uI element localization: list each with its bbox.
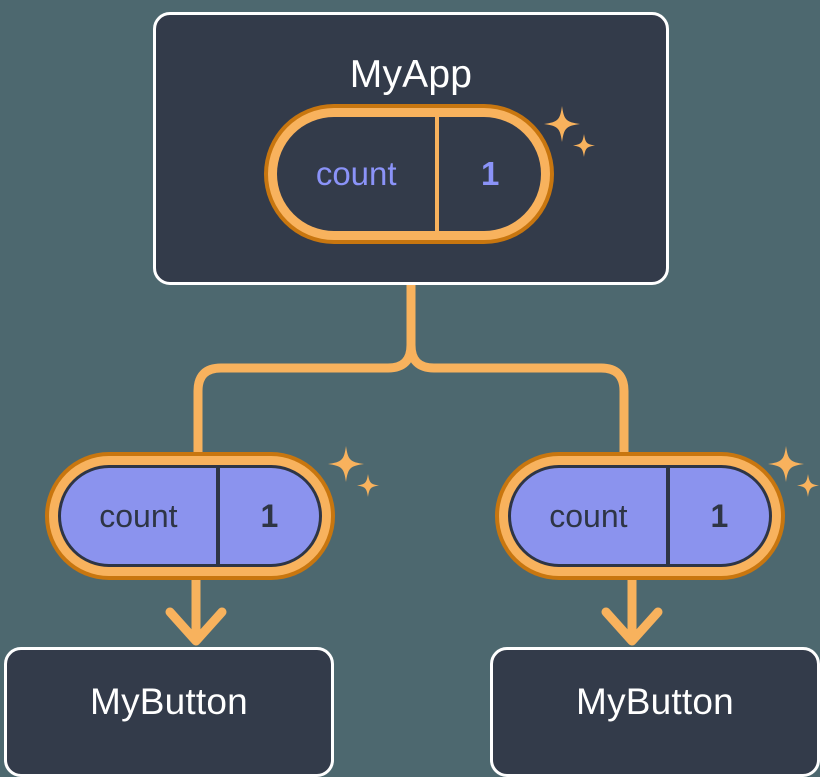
edge-root-to-right — [406, 280, 629, 475]
state-pill-body: count 1 — [58, 465, 322, 567]
component-card-mybutton-right[interactable]: MyButton — [490, 647, 820, 777]
sparkle-four-point-icon — [768, 446, 804, 482]
state-pill-body: count 1 — [508, 465, 772, 567]
state-value-label: 1 — [215, 468, 319, 564]
state-value-label: 1 — [665, 468, 769, 564]
state-pill-left[interactable]: count 1 — [45, 452, 335, 580]
state-pill-ring: count 1 — [49, 456, 331, 576]
sparkle-four-point-small-icon — [797, 474, 819, 497]
state-key-label: count — [549, 497, 628, 534]
state-pill-right[interactable]: count 1 — [495, 452, 785, 580]
component-label: MyButton — [576, 681, 734, 722]
sparkle-four-point-icon — [328, 446, 364, 482]
component-card-mybutton-left[interactable]: MyButton — [4, 647, 334, 777]
sparkle-four-point-small-icon — [357, 474, 379, 497]
component-label: MyButton — [90, 681, 248, 722]
state-key-label: count — [315, 155, 397, 192]
edge-root-to-left — [193, 280, 416, 475]
state-pill-ring: count 1 — [499, 456, 781, 576]
state-pill-myapp[interactable]: count 1 — [264, 104, 554, 244]
arrow-down-icon-right — [601, 607, 663, 646]
state-value-label: 1 — [435, 117, 541, 231]
state-pill-ring: count 1 — [268, 108, 550, 240]
state-pill-body: count 1 — [277, 117, 541, 231]
state-key-label: count — [99, 497, 178, 534]
arrow-down-icon-left — [165, 607, 227, 646]
page-title: MyApp — [349, 53, 473, 96]
